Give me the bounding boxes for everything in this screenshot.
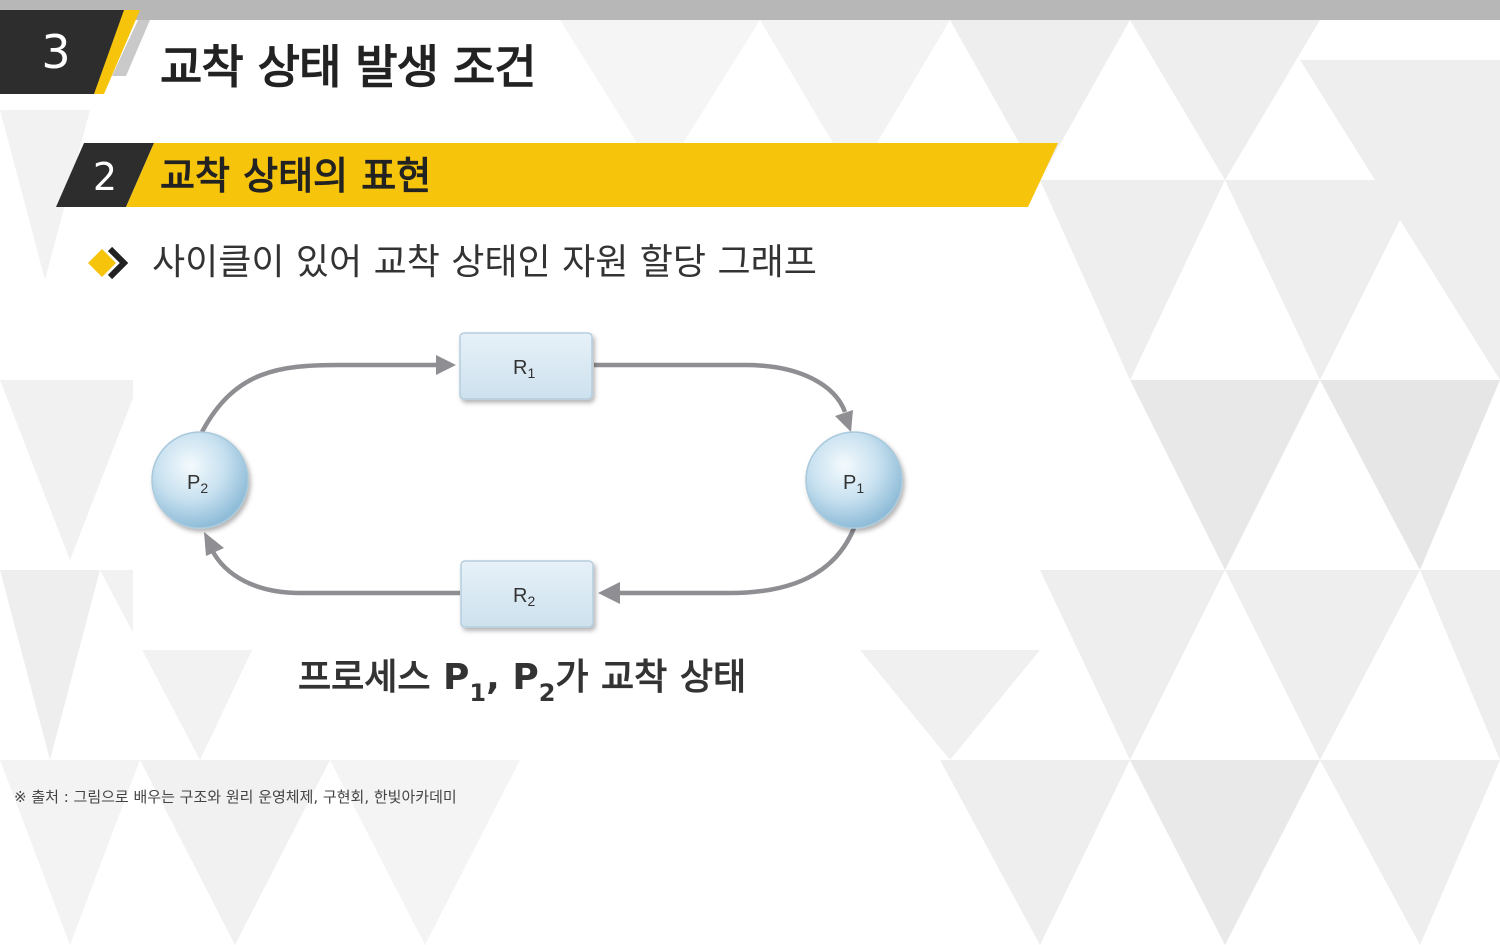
resource-node-r2: R2 — [460, 560, 594, 628]
edge-r1-to-p1-arrowhead — [835, 410, 853, 432]
process-node-p2: P2 — [151, 431, 249, 529]
r2-label-sub: 2 — [527, 593, 535, 609]
resource-node-r1: R1 — [459, 332, 593, 400]
subheader-banner — [56, 143, 1058, 207]
r1-label-sub: 1 — [527, 365, 535, 381]
edge-r2-to-p2 — [210, 548, 460, 596]
svg-text:P1: P1 — [843, 472, 864, 496]
caption-part3: 가 교착 상태 — [555, 657, 747, 698]
page-title: 교착 상태 발생 조건 — [160, 40, 537, 94]
process-node-p1: P1 — [805, 431, 903, 529]
edge-r1-to-p1 — [594, 362, 848, 413]
caption-part1: 프로세스 P — [298, 657, 470, 698]
p1-label-main: P — [843, 472, 856, 494]
p2-label-sub: 2 — [200, 480, 208, 496]
graph-edges — [200, 355, 857, 604]
svg-text:R1: R1 — [513, 357, 535, 381]
top-bar — [0, 0, 1500, 20]
subheader-number: 2 — [92, 155, 118, 199]
caption-part2: , P — [486, 657, 539, 698]
p2-label-main: P — [187, 472, 200, 494]
edge-p1-to-r2 — [620, 527, 857, 596]
p1-label-sub: 1 — [856, 480, 864, 496]
edge-p2-to-r1 — [200, 362, 438, 434]
section-number: 3 — [41, 25, 71, 79]
edge-r2-to-p2-arrowhead — [204, 532, 224, 556]
bullet-text: 사이클이 있어 교착 상태인 자원 할당 그래프 — [152, 242, 817, 283]
section-number-tab — [0, 10, 150, 94]
svg-text:R2: R2 — [513, 585, 535, 609]
diagram-caption: 프로세스 P1, P2가 교착 상태 — [298, 650, 746, 709]
r1-label-main: R — [513, 357, 527, 379]
caption-sub1: 1 — [469, 679, 487, 707]
r2-label-main: R — [513, 585, 527, 607]
source-footnote: ※ 출처 : 그림으로 배우는 구조와 원리 운영체제, 구현회, 한빛아카데미 — [14, 788, 457, 806]
diamond-bullet-icon — [88, 246, 129, 280]
svg-text:P2: P2 — [187, 472, 208, 496]
edge-p1-to-r2-arrowhead — [598, 582, 620, 604]
caption-sub2: 2 — [538, 679, 556, 707]
subheader-title: 교착 상태의 표현 — [160, 154, 432, 198]
edge-p2-to-r1-arrowhead — [436, 355, 456, 375]
